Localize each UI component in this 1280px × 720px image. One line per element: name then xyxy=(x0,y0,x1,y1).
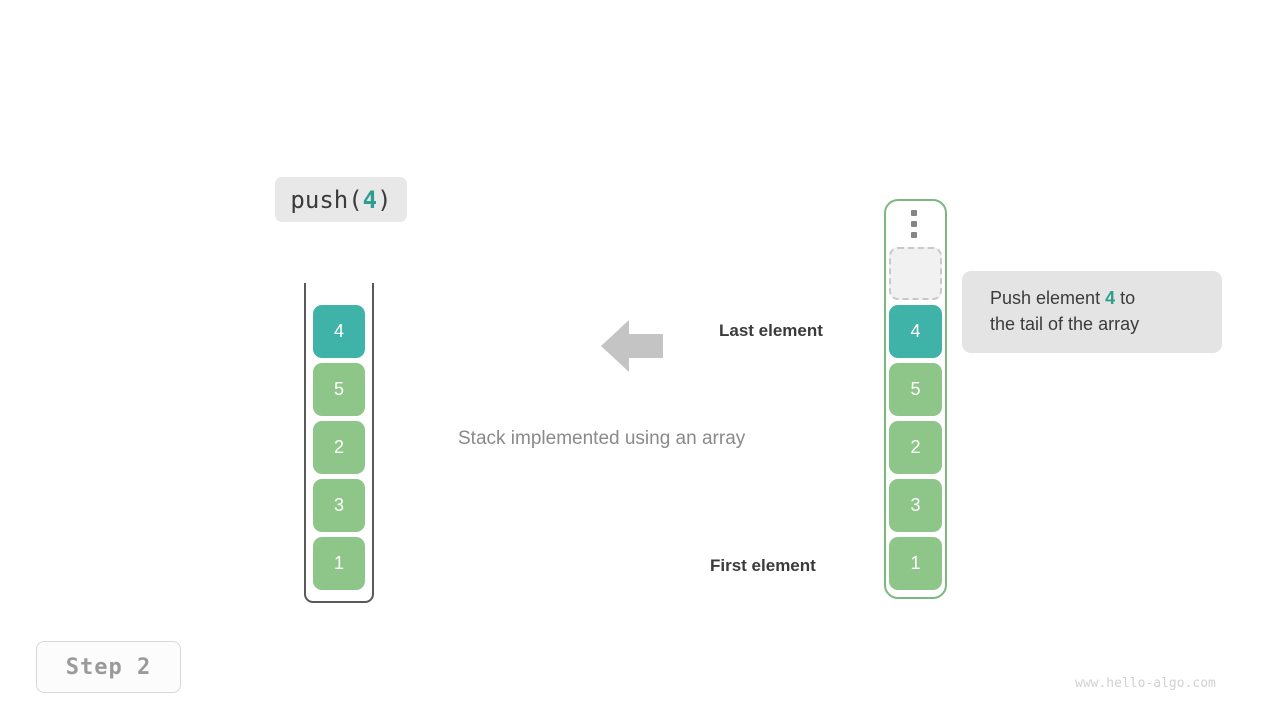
stack-cell: 1 xyxy=(313,537,365,590)
stack-cell: 3 xyxy=(313,479,365,532)
step-badge: Step 2 xyxy=(36,641,181,693)
operation-label: push(4) xyxy=(275,177,407,222)
label-last-element: Last element xyxy=(719,321,823,340)
tooltip-line1-suffix: to xyxy=(1115,288,1136,308)
tooltip-argument: 4 xyxy=(1105,288,1116,308)
vertical-ellipsis-icon xyxy=(910,210,918,238)
stack-caption: Stack implemented using an array xyxy=(458,428,746,449)
operation-suffix: ) xyxy=(377,185,392,214)
tooltip-line2: the tail of the array xyxy=(990,314,1140,334)
watermark: www.hello-algo.com xyxy=(1075,676,1216,691)
label-first-element: First element xyxy=(710,556,816,575)
arrow-left-icon xyxy=(601,320,663,372)
stack-container xyxy=(304,283,374,603)
ellipsis-dot xyxy=(911,221,917,227)
annotation-tooltip: Push element 4 to the tail of the array xyxy=(962,271,1222,353)
ellipsis-dot xyxy=(911,210,917,216)
tooltip-line1-prefix: Push element xyxy=(990,288,1106,308)
array-cell: 3 xyxy=(889,479,942,532)
stack-cell: 5 xyxy=(313,363,365,416)
array-cell-list: 4 5 2 3 1 xyxy=(889,305,942,595)
operation-prefix: push( xyxy=(290,185,363,214)
stack-cell: 4 xyxy=(313,305,365,358)
ellipsis-dot xyxy=(911,232,917,238)
array-empty-slot xyxy=(889,247,942,300)
stack-cell: 2 xyxy=(313,421,365,474)
array-cell: 2 xyxy=(889,421,942,474)
array-cell: 4 xyxy=(889,305,942,358)
array-cell: 1 xyxy=(889,537,942,590)
array-cell: 5 xyxy=(889,363,942,416)
stack-cell-list: 4 5 2 3 1 xyxy=(313,305,365,595)
operation-argument: 4 xyxy=(362,185,378,214)
